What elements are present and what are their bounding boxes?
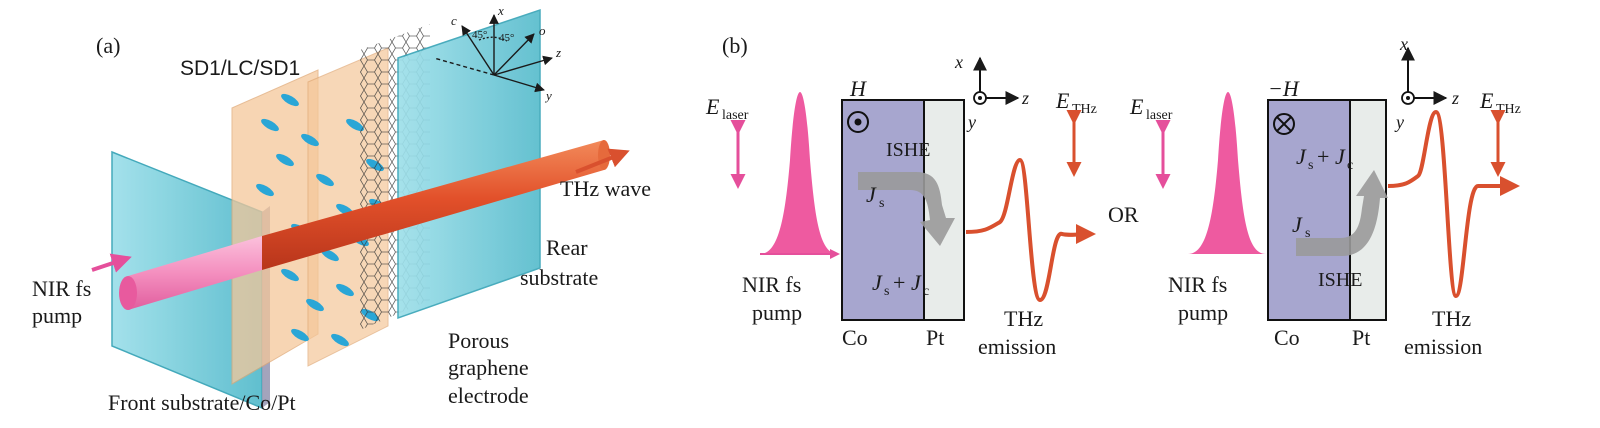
field-in-cross-b — [1276, 116, 1292, 132]
thz-beam — [262, 140, 604, 270]
right-nir-line1: NIR fs — [1168, 272, 1227, 297]
left-thz-waveform — [965, 157, 1096, 303]
axis-y-label: y — [544, 88, 552, 103]
right-jsjc-sub2: c — [1347, 158, 1353, 173]
left-pump-pulse — [760, 92, 838, 254]
pump-beam-end — [119, 276, 137, 310]
angle-right-label: 45° — [499, 32, 514, 44]
rear-substrate-line1: Rear — [546, 235, 588, 260]
right-spin-arrow — [1296, 170, 1388, 256]
right-ishe: ISHE — [1318, 269, 1362, 291]
left-thz-line1: THz — [1004, 306, 1043, 331]
rear-substrate-line2: substrate — [520, 265, 598, 290]
angle-left-label: 45° — [472, 29, 487, 41]
panel-b: (b) OR E laser NIR fs pump H ISHE J s — [705, 33, 1521, 359]
right-pt-label: Pt — [1352, 325, 1370, 350]
panel-a: (a) SD1/LC/SD1 — [32, 3, 651, 415]
right-jsjc-sub1: s — [1308, 158, 1313, 173]
left-jsjc-plus: + — [893, 270, 905, 295]
field-out-icon — [847, 111, 869, 133]
right-co-layer — [1267, 99, 1351, 321]
left-js: J — [866, 182, 877, 207]
right-js-sub: s — [1305, 226, 1310, 241]
right-thz-waveform — [1387, 109, 1520, 299]
left-field-label: H — [849, 76, 867, 101]
field-out-dot — [854, 118, 862, 126]
thz-output-arrow — [575, 148, 630, 174]
right-jsjc-a: J — [1296, 144, 1307, 169]
right-thz-e: E — [1479, 88, 1494, 113]
left-spin-arrow — [858, 172, 955, 246]
left-jsjc-a: J — [872, 270, 883, 295]
right-thz-line2: emission — [1404, 334, 1482, 359]
right-axis-z: z — [1451, 88, 1459, 108]
left-laser-sub: laser — [722, 108, 749, 123]
diagram-left: E laser NIR fs pump H ISHE J s J s + J c — [705, 52, 1097, 359]
nir-line1: NIR fs — [32, 276, 91, 301]
right-axis-x: x — [1399, 34, 1408, 54]
axis-o-label: o — [539, 23, 546, 38]
left-axis-x: x — [954, 52, 963, 72]
left-axis-z: z — [1021, 88, 1029, 108]
axis-x-label: x — [497, 3, 504, 18]
pump-arrow — [91, 253, 132, 273]
right-jsjc-plus: + — [1317, 144, 1329, 169]
right-co-label: Co — [1274, 325, 1300, 350]
axes-a — [433, 14, 553, 93]
right-pump-pulse — [1188, 92, 1266, 254]
left-thz-e: E — [1055, 88, 1070, 113]
right-jsjc-b: J — [1335, 144, 1346, 169]
diagram-right: E laser NIR fs pump −H J s + J c J s ISH… — [1129, 34, 1521, 359]
right-nir-line2: pump — [1178, 300, 1228, 325]
left-axis-y: y — [966, 112, 976, 132]
left-co-layer — [841, 99, 925, 321]
left-jsjc-sub1: s — [884, 284, 889, 299]
porous-line1: Porous — [448, 328, 509, 353]
left-nir-line2: pump — [752, 300, 802, 325]
stack-label: SD1/LC/SD1 — [180, 57, 300, 80]
axis-z-label: z — [555, 45, 561, 60]
left-co-label: Co — [842, 325, 868, 350]
right-laser-e: E — [1129, 94, 1144, 119]
right-laser-sub: laser — [1146, 108, 1173, 123]
pump-beam — [128, 236, 262, 310]
or-label: OR — [1108, 202, 1139, 227]
field-in-icon — [1273, 113, 1295, 135]
left-jsjc-sub2: c — [923, 284, 929, 299]
panel-b-label: (b) — [722, 33, 748, 58]
right-axis-y: y — [1394, 112, 1404, 132]
rear-substrate — [397, 8, 541, 320]
left-pt-label: Pt — [926, 325, 944, 350]
thz-beam-end — [598, 140, 610, 170]
porous-line2: graphene — [448, 355, 529, 380]
left-thz-sub: THz — [1072, 102, 1097, 117]
nir-line2: pump — [32, 303, 82, 328]
right-field-label: −H — [1268, 76, 1300, 101]
left-jsjc-b: J — [911, 270, 922, 295]
left-y-axis-dot — [978, 96, 982, 100]
left-laser-e: E — [705, 94, 720, 119]
left-js-sub: s — [879, 196, 884, 211]
panel-a-label: (a) — [96, 33, 120, 58]
left-nir-line1: NIR fs — [742, 272, 801, 297]
right-y-axis-dot — [1406, 96, 1410, 100]
right-thz-sub: THz — [1496, 102, 1521, 117]
thz-wave-label: THz wave — [560, 176, 651, 201]
right-thz-line1: THz — [1432, 306, 1471, 331]
front-substrate-label: Front substrate/Co/Pt — [108, 390, 296, 415]
left-axes — [973, 56, 1020, 105]
left-ishe: ISHE — [886, 139, 930, 161]
right-js: J — [1292, 212, 1303, 237]
axis-c-label: c — [451, 13, 457, 28]
right-axes — [1401, 46, 1448, 105]
left-thz-line2: emission — [978, 334, 1056, 359]
porous-line3: electrode — [448, 383, 529, 408]
